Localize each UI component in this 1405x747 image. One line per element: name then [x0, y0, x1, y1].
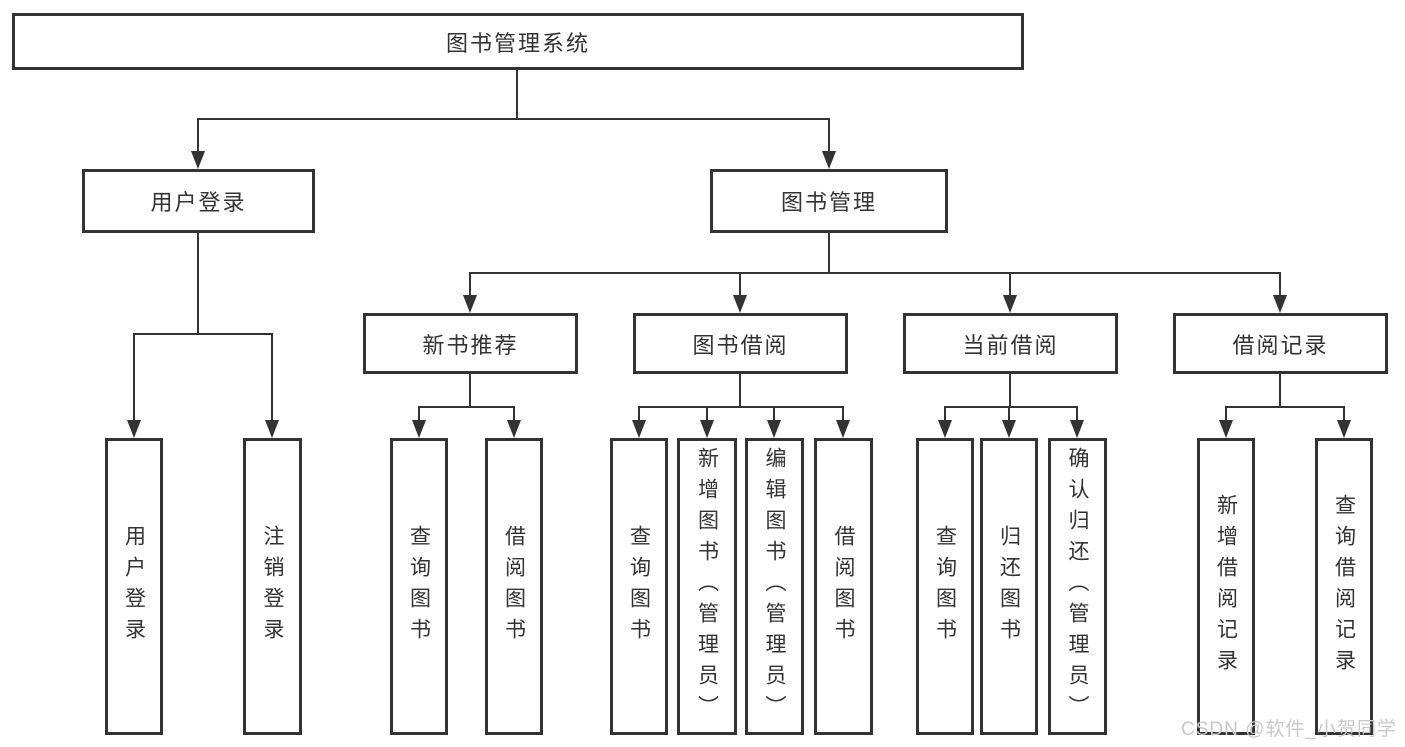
leaf-edit-book-admin: 编辑图书（管理员） [745, 438, 804, 735]
arrowhead-borrowing-records-icon [1273, 295, 1287, 313]
leaf-user-login-label: 用户登录 [122, 524, 146, 649]
arrowhead-leaf-confirm-return-icon [1070, 420, 1084, 438]
arrowhead-book-borrowing-icon [733, 295, 747, 313]
leaf-confirm-return-admin-label: 确认归还（管理员） [1066, 447, 1089, 726]
leaf-confirm-return-admin: 确认归还（管理员） [1048, 438, 1107, 735]
connector-book-borrowing-drop [739, 374, 741, 407]
leaf-query-borrow-record: 查询借阅记录 [1315, 438, 1373, 735]
connector-new-book-recommend-drop [469, 374, 471, 407]
leaf-query-books-2-label: 查询图书 [627, 524, 651, 649]
node-user-login: 用户登录 [82, 169, 315, 233]
arrowhead-leaf-query-borrow-record-icon [1337, 420, 1351, 438]
connector-stub-leaf-query-books-2 [638, 406, 640, 422]
arrowhead-leaf-borrow-books-1-icon [507, 420, 521, 438]
csdn-watermark: CSDN @软件_小贺同学 [1181, 719, 1397, 740]
connector-stub-leaf-confirm-return [1076, 406, 1078, 422]
connector-stub-current-borrowing [1009, 272, 1011, 297]
connector-user-login-branch [133, 333, 273, 335]
node-new-book-recommend-label: 新书推荐 [422, 332, 519, 358]
leaf-query-borrow-record-label: 查询借阅记录 [1332, 493, 1356, 680]
leaf-user-login: 用户登录 [105, 438, 163, 735]
connector-stub-leaf-return-books [1008, 406, 1010, 422]
arrowhead-new-book-recommend-icon [463, 295, 477, 313]
connector-stub-leaf-edit-book [773, 406, 775, 422]
connector-current-borrowing-branch [944, 406, 1078, 408]
connector-current-borrowing-drop [1009, 374, 1011, 407]
leaf-query-books-1-label: 查询图书 [407, 524, 431, 649]
node-book-borrowing-label: 图书借阅 [692, 332, 789, 358]
arrowhead-leaf-borrow-books-2-icon [836, 420, 850, 438]
connector-stub-leaf-borrow-books-1 [513, 406, 515, 422]
leaf-return-books: 归还图书 [980, 438, 1038, 735]
connector-book-management-drop [828, 233, 830, 274]
leaf-query-books-3-label: 查询图书 [933, 524, 957, 649]
arrowhead-leaf-query-books-2-icon [632, 420, 646, 438]
arrowhead-leaf-add-book-icon [700, 420, 714, 438]
node-root-label: 图书管理系统 [445, 30, 590, 56]
connector-stub-leaf-add-borrow-record [1225, 406, 1227, 422]
node-current-borrowing-label: 当前借阅 [962, 332, 1059, 358]
node-current-borrowing: 当前借阅 [903, 313, 1118, 374]
connector-stub-user-login [197, 118, 199, 153]
connector-stub-leaf-logout [271, 333, 273, 421]
connector-user-login-drop [197, 233, 199, 334]
connector-stub-leaf-query-books-1 [418, 406, 420, 422]
arrowhead-leaf-edit-book-icon [767, 420, 781, 438]
leaf-borrow-books-1: 借阅图书 [485, 438, 543, 735]
leaf-borrow-books-2-label: 借阅图书 [832, 524, 855, 649]
connector-book-management-branch [469, 272, 1281, 274]
arrowhead-current-borrowing-icon [1003, 295, 1017, 313]
connector-stub-leaf-borrow-books-2 [842, 406, 844, 422]
arrowhead-user-login-icon [191, 151, 205, 169]
leaf-return-books-label: 归还图书 [997, 524, 1021, 649]
connector-stub-book-borrowing [739, 272, 741, 297]
leaf-query-books-1: 查询图书 [390, 438, 448, 735]
connector-stub-leaf-user-login [133, 333, 135, 421]
arrowhead-leaf-return-books-icon [1002, 420, 1016, 438]
node-borrowing-records-label: 借阅记录 [1232, 332, 1329, 358]
connector-stub-leaf-query-borrow-record [1343, 406, 1345, 422]
connector-borrowing-records-drop [1279, 374, 1281, 407]
leaf-add-book-admin: 新增图书（管理员） [677, 438, 737, 735]
connector-borrowing-records-branch [1225, 406, 1345, 408]
connector-new-book-recommend-branch [418, 406, 515, 408]
arrowhead-leaf-add-borrow-record-icon [1219, 420, 1233, 438]
node-book-management: 图书管理 [710, 169, 948, 233]
connector-root-drop [516, 70, 518, 120]
leaf-query-books-2: 查询图书 [610, 438, 668, 735]
node-user-login-label: 用户登录 [150, 190, 247, 215]
leaf-add-book-admin-label: 新增图书（管理员） [695, 447, 719, 726]
arrowhead-leaf-logout-icon [265, 420, 279, 438]
leaf-borrow-books-1-label: 借阅图书 [502, 524, 526, 649]
connector-root-branch [197, 118, 830, 120]
node-book-borrowing: 图书借阅 [633, 313, 848, 374]
arrowhead-leaf-query-books-3-icon [938, 420, 952, 438]
leaf-logout: 注销登录 [243, 438, 302, 735]
connector-stub-leaf-query-books-3 [944, 406, 946, 422]
node-new-book-recommend: 新书推荐 [363, 313, 578, 374]
connector-stub-leaf-add-book [706, 406, 708, 422]
node-borrowing-records: 借阅记录 [1173, 313, 1388, 374]
leaf-logout-label: 注销登录 [261, 524, 284, 649]
node-root: 图书管理系统 [12, 13, 1024, 70]
connector-stub-new-book-recommend [469, 272, 471, 297]
arrowhead-leaf-query-books-1-icon [412, 420, 426, 438]
connector-stub-borrowing-records [1279, 272, 1281, 297]
leaf-add-borrow-record: 新增借阅记录 [1197, 438, 1255, 735]
leaf-query-books-3: 查询图书 [916, 438, 974, 735]
arrowhead-leaf-user-login-icon [127, 420, 141, 438]
leaf-add-borrow-record-label: 新增借阅记录 [1214, 493, 1238, 680]
leaf-edit-book-admin-label: 编辑图书（管理员） [763, 447, 786, 726]
arrowhead-book-management-icon [822, 151, 836, 169]
leaf-borrow-books-2: 借阅图书 [814, 438, 873, 735]
connector-book-borrowing-branch [638, 406, 844, 408]
node-book-management-label: 图书管理 [780, 190, 877, 215]
connector-stub-book-management [828, 118, 830, 153]
